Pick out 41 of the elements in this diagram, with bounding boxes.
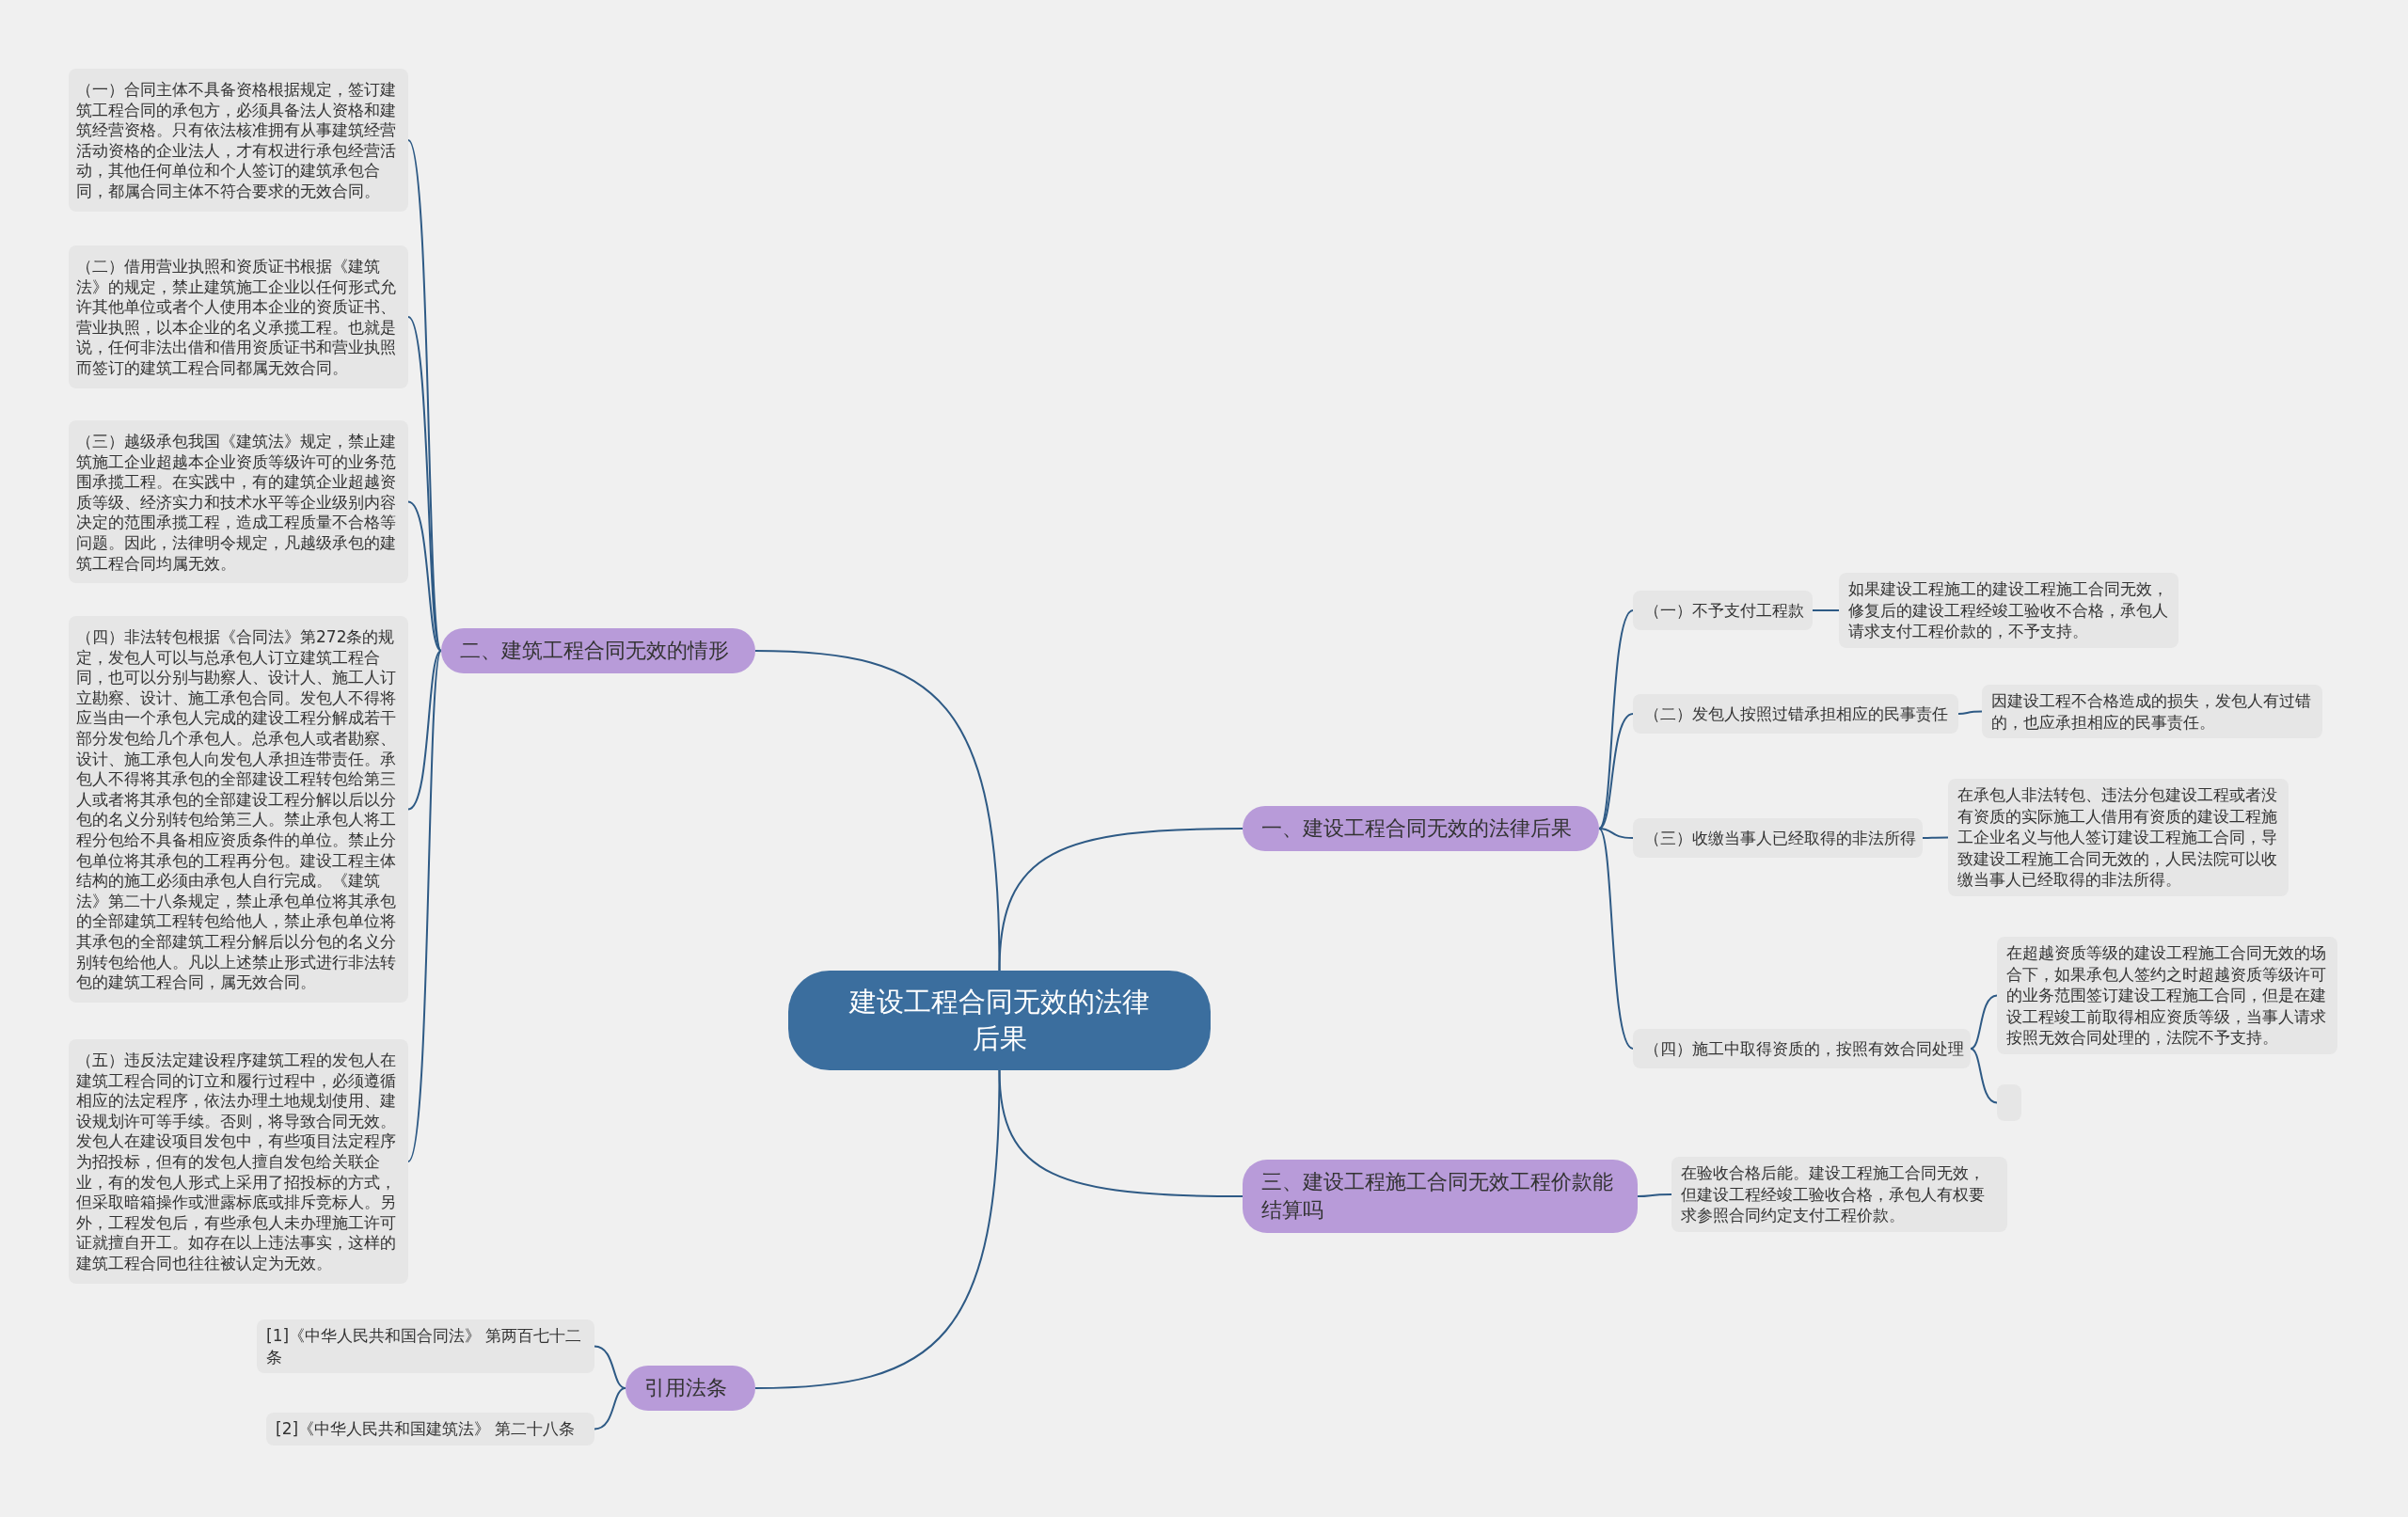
connector: [998, 1069, 1244, 1197]
note-box: （二）借用营业执照和资质证书根据《建筑法》的规定，禁止建筑施工企业以任何形式允许其他单位或者个人使用本企业的资质证书、营业执照，以本企业的名义承揽工程。也就是说，任何非法出借和借用资质证书和营业执照而签订的建筑工程合同都属无效合同。: [69, 245, 408, 388]
subtopic-box: （一）不予支付工程款: [1633, 591, 1813, 630]
connector: [594, 1345, 626, 1389]
connector: [998, 828, 1244, 972]
connector: [754, 650, 1001, 972]
connector: [1637, 1193, 1672, 1197]
connector: [1957, 710, 1983, 715]
branch-box: 一、建设工程合同无效的法律后果: [1243, 806, 1599, 851]
connector: [407, 650, 442, 1162]
topic-box: 建设工程合同无效的法律后果: [788, 971, 1211, 1070]
connector: [594, 1387, 626, 1430]
empty-box: [1997, 1084, 2021, 1121]
connector: [407, 500, 442, 652]
connector: [754, 1069, 1001, 1389]
note-box: （一）合同主体不具备资格根据规定，签订建筑工程合同的承包方，必须具备法人资格和建筑经营资格。只有依法核准拥有从事建筑经营活动资格的企业法人，才有权进行承包经营活动，其他任何单位和个人签订的建筑承包合同，都属合同主体不符合要求的无效合同。: [69, 69, 408, 212]
subtopic-box: （四）施工中取得资质的，按照有效合同处理: [1633, 1029, 1971, 1068]
note-box: 在超越资质等级的建设工程施工合同无效的场合下，如果承包人签约之时超越资质等级许可的业务范围签订建设工程施工合同，但是在建设工程竣工前取得相应资质等级，当事人请求按照无效合同处理的，法院不予支持。: [1997, 937, 2337, 1054]
note-box: 如果建设工程施工的建设工程施工合同无效，修复后的建设工程经竣工验收不合格，承包人请求支付工程价款的，不予支持。: [1839, 573, 2178, 648]
connector: [1812, 609, 1840, 611]
connector: [407, 316, 442, 652]
connector: [1598, 828, 1634, 839]
connector: [1598, 828, 1634, 1050]
branch-box: 三、建设工程施工合同无效工程价款能结算吗: [1243, 1160, 1638, 1233]
connector: [1598, 713, 1634, 830]
note-box: [2]《中华人民共和国建筑法》 第二十八条: [266, 1413, 594, 1446]
connector: [1970, 994, 1998, 1050]
note-box: （四）非法转包根据《合同法》第272条的规定，发包人可以与总承包人订立建筑工程合同，也可以分别与勘察人、设计人、施工人订立勘察、设计、施工承包合同。发包人不得将应当由一个承包人完成的建设工程分解成若干部分发包给几个承包人。总承包人或者勘察、设计、施工承包人向发包人承担连带责任。承包人不得将其承包的全部建设工程转包给第三人或者将其承包的全部建设工程分解以后以分包的名义分别转包给第三人。禁止承包人将工程分包给不具备相应资质条件的单位。禁止分包单位将其承包的工程再分包。建设工程主体结构的施工必须由承包人自行完成。《建筑法》第二十八条规定，禁止承包单位将其承包的全部建筑工程转包给他人，禁止承包单位将其承包的全部建筑工程分解后以分包的名义分别转包给他人。凡以上述禁止形式进行非法转包的建筑工程合同，属无效合同。: [69, 616, 408, 1003]
note-box: （五）违反法定建设程序建筑工程的发包人在建筑工程合同的订立和履行过程中，必须遵循相应的法定程序，依法办理土地规划使用、建设规划许可等手续。否则，将导致合同无效。发包人在建设项目发包中，有些项目法定程序为招投标，但有的发包人擅自发包给关联企业，有的发包人形式上采用了招投标的方式，但采取暗箱操作或泄露标底或排斥竞标人。另外，工程发包后，有些承包人未办理施工许可证就擅自开工。如存在以上违法事实，这样的建筑工程合同也往往被认定为无效。: [69, 1039, 408, 1284]
connector: [1922, 836, 1949, 839]
connector: [407, 650, 442, 811]
connector: [1970, 1048, 1998, 1104]
note-box: 在验收合格后能。建设工程施工合同无效，但建设工程经竣工验收合格，承包人有权要求参照合同约定支付工程价款。: [1671, 1157, 2007, 1232]
note-box: （三）越级承包我国《建筑法》规定，禁止建筑施工企业超越本企业资质等级许可的业务范围承揽工程。在实践中，有的建筑企业超越资质等级、经济实力和技术水平等企业级别内容决定的范围承揽工程，造成工程质量不合格等问题。因此，法律明令规定，凡越级承包的建筑工程合同均属无效。: [69, 420, 408, 584]
subtopic-box: （三）收缴当事人已经取得的非法所得: [1633, 818, 1923, 858]
branch-box: 引用法条: [626, 1366, 755, 1411]
note-box: 在承包人非法转包、违法分包建设工程或者没有资质的实际施工人借用有资质的建设工程施工企业名义与他人签订建设工程施工合同，导致建设工程施工合同无效的，人民法院可以收缴当事人已经取得的非法所得。: [1948, 779, 2289, 896]
branch-box: 二、建筑工程合同无效的情形: [441, 628, 755, 673]
note-box: [1]《中华人民共和国合同法》 第两百七十二条: [257, 1319, 594, 1373]
note-box: 因建设工程不合格造成的损失，发包人有过错的，也应承担相应的民事责任。: [1982, 685, 2322, 738]
subtopic-box: （二）发包人按照过错承担相应的民事责任: [1633, 694, 1958, 734]
